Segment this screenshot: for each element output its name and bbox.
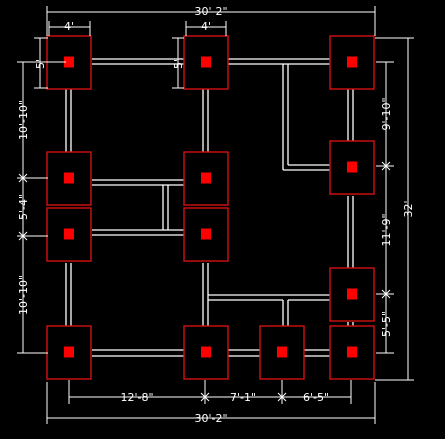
column-marker — [64, 56, 74, 68]
column-marker — [201, 228, 211, 240]
column-marker — [201, 56, 211, 68]
footing-outline — [329, 140, 375, 195]
bottom-segment-1: 12'-8" — [120, 391, 153, 404]
footing-outline — [259, 325, 305, 380]
dimension-ticks — [18, 161, 391, 402]
footing-outline — [329, 35, 375, 90]
column-marker — [201, 172, 211, 184]
footing-outline — [329, 325, 375, 380]
column-marker — [201, 346, 211, 358]
column-marker — [347, 346, 357, 358]
footing-f7 — [46, 207, 92, 262]
footing-f12 — [259, 325, 305, 380]
column-marker — [347, 288, 357, 300]
column-marker — [64, 172, 74, 184]
footing-f6 — [183, 151, 229, 206]
top-overall-dimension: 30'-2" — [194, 5, 227, 18]
right-segment-1: 9'-10" — [380, 97, 393, 130]
footing-outline — [183, 151, 229, 206]
right-segment-2: 11'-9" — [380, 213, 393, 246]
footing-outline — [329, 267, 375, 322]
bottom-segment-2: 7'-1" — [230, 391, 256, 404]
column-marker — [64, 228, 74, 240]
left-segment-2: 5'-4" — [17, 194, 30, 220]
left-footing-depth-left: 5' — [34, 59, 47, 69]
footing-outline — [183, 207, 229, 262]
right-segment-3: 5'-5" — [380, 311, 393, 337]
left-footing-depth-mid: 5' — [172, 59, 185, 69]
left-segment-3: 10'-10" — [17, 275, 30, 315]
footing-f9 — [329, 267, 375, 322]
grade-beams — [65, 58, 354, 357]
footing-f4 — [329, 140, 375, 195]
bottom-overall-dimension: 30'-2" — [194, 412, 227, 425]
column-marker — [347, 56, 357, 68]
footing-f8 — [183, 207, 229, 262]
footing-f11 — [183, 325, 229, 380]
column-marker — [347, 161, 357, 173]
footing-outline — [46, 207, 92, 262]
left-segment-1: 10'-10" — [17, 100, 30, 140]
dimension-lines — [17, 6, 414, 424]
footing-f2 — [183, 35, 229, 90]
footing-f13 — [329, 325, 375, 380]
top-footing-width-left: 4' — [64, 20, 74, 33]
footings-group — [46, 35, 375, 380]
column-marker — [64, 346, 74, 358]
column-marker — [277, 346, 287, 358]
bottom-segment-3: 6'-5" — [303, 391, 329, 404]
footing-outline — [183, 35, 229, 90]
footing-f3 — [329, 35, 375, 90]
top-footing-width-mid: 4' — [201, 20, 211, 33]
footing-outline — [183, 325, 229, 380]
right-overall-dimension: 32' — [402, 200, 415, 217]
